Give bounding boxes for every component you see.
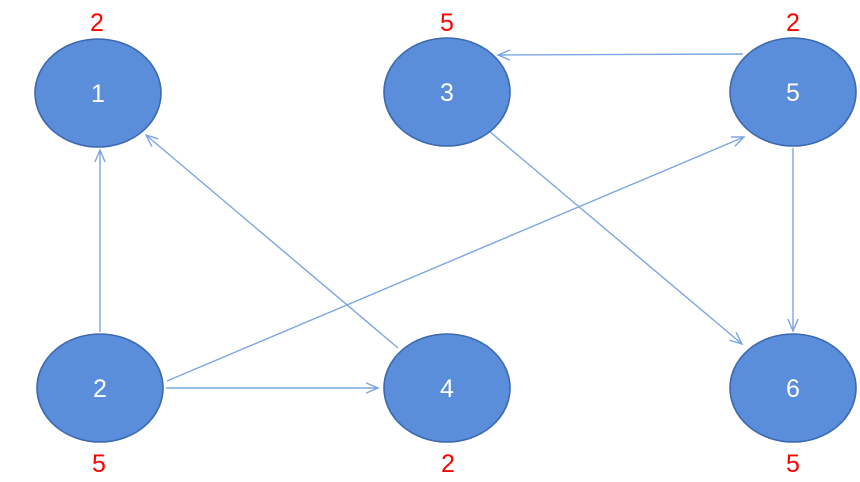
node-label: 1 xyxy=(91,80,105,108)
arrowhead-icon xyxy=(496,49,511,61)
graph-edge-2-5 xyxy=(166,136,746,382)
arrowhead-icon xyxy=(731,136,746,147)
graph-node-5: 52 xyxy=(729,9,857,147)
node-annotation: 5 xyxy=(92,450,106,478)
node-ellipse xyxy=(36,333,164,443)
graph-node-3: 35 xyxy=(383,9,511,147)
node-label: 5 xyxy=(786,79,800,107)
edge-line xyxy=(488,130,743,345)
graph-edge-3-6 xyxy=(488,130,744,346)
node-annotation: 2 xyxy=(90,9,104,37)
node-ellipse xyxy=(729,333,857,443)
graph-node-1: 12 xyxy=(34,9,162,148)
node-label: 6 xyxy=(786,375,800,403)
edge-line xyxy=(166,136,745,382)
arrowhead-icon xyxy=(729,332,744,346)
node-annotation: 2 xyxy=(786,9,800,37)
graph-edge-2-4 xyxy=(166,382,380,394)
graph-edge-4-1 xyxy=(144,133,399,349)
node-ellipse xyxy=(383,333,511,443)
node-label: 2 xyxy=(93,375,107,403)
node-label: 4 xyxy=(440,375,454,403)
edge-line xyxy=(145,134,399,349)
graph-node-4: 42 xyxy=(383,333,511,478)
graph-node-2: 25 xyxy=(36,333,164,478)
node-ellipse xyxy=(729,37,857,147)
node-annotation: 2 xyxy=(441,450,455,478)
node-ellipse xyxy=(383,37,511,147)
node-ellipse xyxy=(34,38,162,148)
graph-node-6: 65 xyxy=(729,333,857,478)
graph-edge-2-1 xyxy=(94,148,106,332)
edge-line xyxy=(497,53,744,56)
arrowhead-icon xyxy=(94,148,106,163)
arrowhead-icon xyxy=(787,318,799,333)
node-annotation: 5 xyxy=(440,9,454,37)
node-label: 3 xyxy=(440,79,454,107)
graph-edge-5-6 xyxy=(787,148,799,333)
node-annotation: 5 xyxy=(786,450,800,478)
graph-edge-5-3 xyxy=(496,49,744,61)
arrowhead-icon xyxy=(144,133,159,147)
arrowhead-icon xyxy=(365,382,380,394)
